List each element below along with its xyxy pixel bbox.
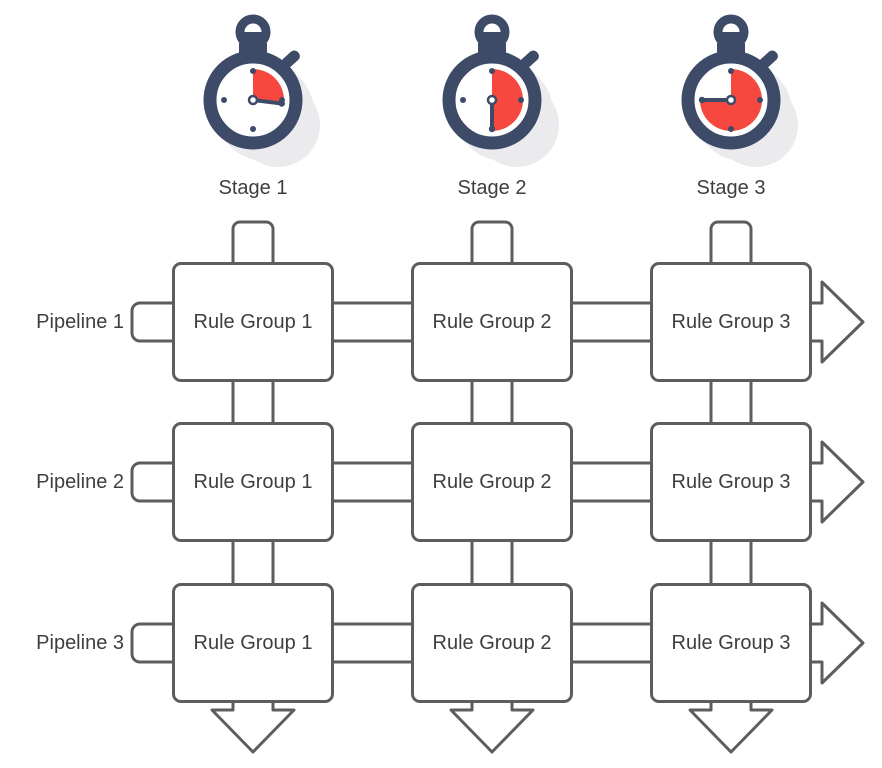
pipeline-label: Pipeline 2 bbox=[36, 471, 124, 493]
stopwatch-icon bbox=[203, 14, 320, 167]
stage-label: Stage 3 bbox=[696, 177, 766, 199]
stage-label: Stage 1 bbox=[218, 177, 288, 199]
stopwatch-icon bbox=[681, 14, 798, 167]
pipeline-label: Pipeline 3 bbox=[36, 632, 124, 654]
rule-group-node: Rule Group 1 bbox=[172, 583, 334, 703]
stage-label: Stage 2 bbox=[457, 177, 527, 199]
rule-group-node: Rule Group 2 bbox=[411, 583, 573, 703]
rule-group-node: Rule Group 1 bbox=[172, 422, 334, 542]
rule-group-node: Rule Group 3 bbox=[650, 262, 812, 382]
rule-group-node: Rule Group 3 bbox=[650, 422, 812, 542]
rule-group-node: Rule Group 2 bbox=[411, 422, 573, 542]
rule-group-node: Rule Group 1 bbox=[172, 262, 334, 382]
pipeline-label: Pipeline 1 bbox=[36, 311, 124, 333]
stopwatch-icon bbox=[442, 14, 559, 167]
rule-group-node: Rule Group 3 bbox=[650, 583, 812, 703]
rule-group-node: Rule Group 2 bbox=[411, 262, 573, 382]
